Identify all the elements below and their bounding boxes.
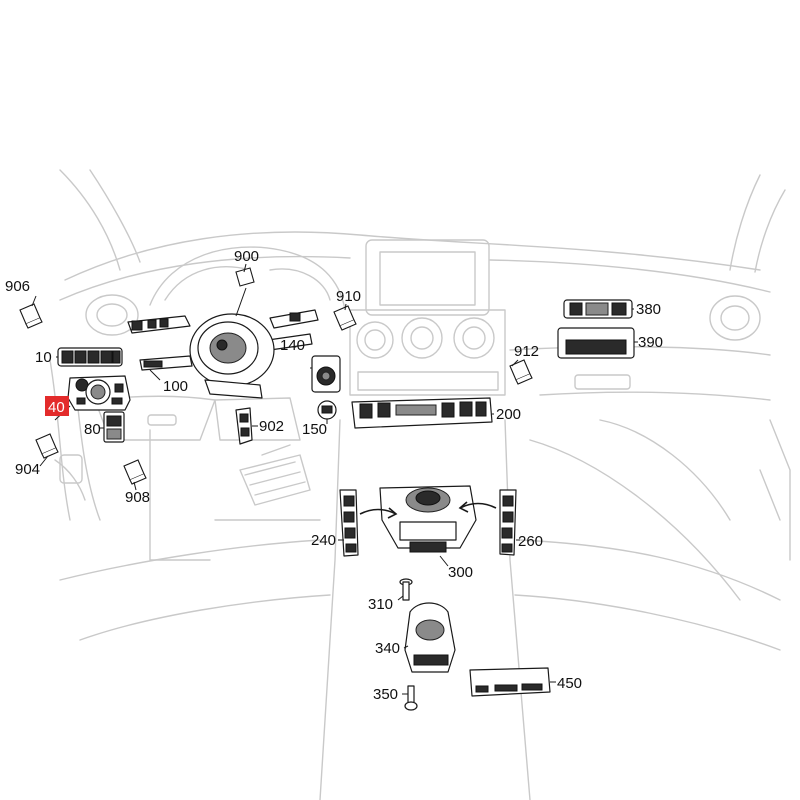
leader-lines (31, 263, 638, 695)
part-908-connector (123, 459, 147, 485)
callout-908: 908 (125, 489, 150, 506)
callout-912: 912 (514, 343, 539, 360)
callout-150: 150 (302, 421, 327, 438)
assembly-arrows (359, 501, 497, 519)
part-260-switch-strip (499, 489, 517, 556)
callout-10: 10 (35, 349, 52, 366)
part-450-module (469, 667, 551, 697)
part-80-switch (103, 411, 125, 443)
callout-450: 450 (557, 675, 582, 692)
highlight-box (45, 396, 69, 416)
callout-340: 340 (375, 640, 400, 657)
part-904-connector (35, 433, 59, 459)
part-10-switch-panel (57, 347, 123, 367)
part-140-start-switch (311, 355, 341, 393)
part-902-bracket (235, 407, 253, 445)
callout-900: 900 (234, 248, 259, 265)
callout-904: 904 (15, 461, 40, 478)
callout-140: 140 (280, 337, 305, 354)
callout-260: 260 (518, 533, 543, 550)
callout-80: 80 (84, 421, 101, 438)
part-900-clock-spring (189, 267, 275, 399)
part-910-connector (333, 305, 357, 331)
callout-labels: 906 10 40 904 80 908 100 900 902 910 140… (5, 248, 663, 703)
callout-310: 310 (368, 596, 393, 613)
callout-40: 40 (48, 399, 65, 416)
part-200-climate-control (351, 397, 493, 429)
callout-906: 906 (5, 278, 30, 295)
part-340-bezel (404, 602, 456, 673)
part-390-tray (557, 327, 635, 359)
part-100-stalks (127, 309, 319, 371)
part-912-connector (509, 359, 533, 385)
part-380-switch (563, 299, 633, 319)
part-310-screw (399, 578, 413, 601)
callout-350: 350 (373, 686, 398, 703)
callout-300: 300 (448, 564, 473, 581)
part-350-screw (404, 685, 418, 711)
callout-200: 200 (496, 406, 521, 423)
interior-outline (49, 169, 791, 800)
callout-240: 240 (311, 532, 336, 549)
part-40-light-switch (67, 375, 131, 411)
callout-390: 390 (638, 334, 663, 351)
callout-380: 380 (636, 301, 661, 318)
part-240-switch-strip (339, 489, 359, 557)
part-150-button (317, 400, 337, 420)
part-300-console-controller (379, 485, 477, 553)
part-906-connector (19, 303, 43, 329)
callout-910: 910 (336, 288, 361, 305)
callout-902: 902 (259, 418, 284, 435)
callout-100: 100 (163, 378, 188, 395)
